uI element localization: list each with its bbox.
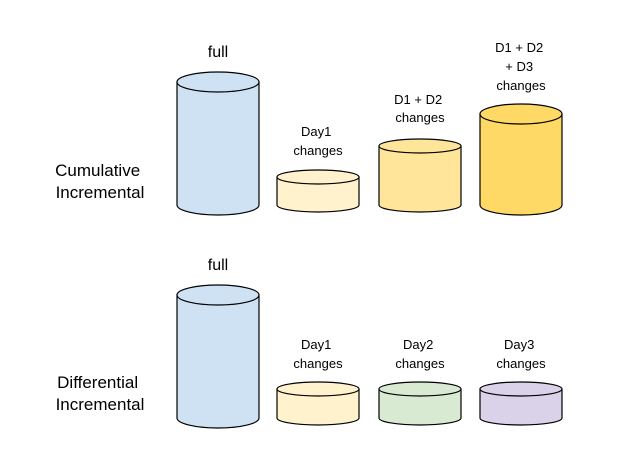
- cylinder-body: [378, 388, 462, 426]
- cumulative-row: Cumulative Incremental full Day1 changes…: [55, 40, 563, 216]
- cylinder-day3-changes: [479, 381, 563, 426]
- cylinder-full: [176, 284, 260, 429]
- differential-day1-label: Day1 changes: [293, 337, 343, 371]
- cylinder-d1-d2-changes: [378, 138, 462, 213]
- cylinder-full: [176, 71, 260, 216]
- cylinder-body: [479, 113, 563, 216]
- cylinder-top: [479, 103, 563, 125]
- cylinder-d1-d2-d3-changes: [479, 103, 563, 216]
- cylinder-body: [276, 388, 360, 426]
- cumulative-d1-d2-label: D1 + D2 changes: [394, 92, 446, 125]
- cumulative-full-label: full: [208, 44, 228, 61]
- cylinder-body: [276, 176, 360, 213]
- cylinder-day1-changes: [276, 169, 360, 213]
- cylinder-top: [378, 381, 462, 397]
- cylinder-top: [176, 71, 260, 93]
- differential-full-label: full: [208, 257, 228, 274]
- cumulative-day1-label: Day1 changes: [293, 124, 343, 158]
- differential-title: Differential Incremental: [56, 373, 145, 414]
- differential-row: Differential Incremental full Day1 chang…: [56, 257, 563, 429]
- cumulative-d1-d2-d3-label: D1 + D2 + D3 changes: [495, 40, 547, 93]
- cylinder-top: [378, 138, 462, 154]
- differential-day3-label: Day3 changes: [496, 337, 546, 371]
- cylinder-top: [479, 381, 563, 397]
- cumulative-title: Cumulative Incremental: [55, 161, 145, 202]
- cylinder-day1-changes: [276, 381, 360, 426]
- cylinder-body: [176, 294, 260, 429]
- cylinder-day2-changes: [378, 381, 462, 426]
- cylinder-top: [176, 284, 260, 306]
- cylinder-top: [276, 381, 360, 397]
- cylinder-body: [176, 81, 260, 216]
- cylinder-body: [479, 388, 563, 426]
- cylinder-top: [276, 169, 360, 185]
- cylinder-body: [378, 145, 462, 213]
- differential-day2-label: Day2 changes: [395, 337, 445, 371]
